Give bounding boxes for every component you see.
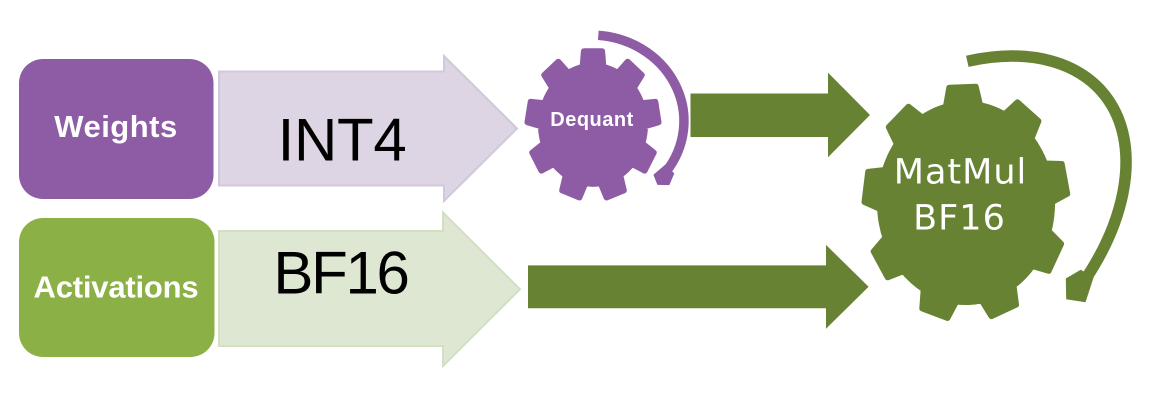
int4-arrow-label: INT4 (278, 107, 407, 174)
activations-node: Activations (19, 218, 215, 357)
bf16-arrow-label: BF16 (273, 240, 407, 307)
int4-arrow-shape (218, 53, 519, 204)
dequant-cycle-arrowhead-icon (653, 164, 675, 186)
dequant-to-matmul-arrow (690, 72, 870, 158)
activations-label: Activations (34, 269, 199, 304)
weights-label: Weights (54, 109, 178, 144)
dequant-node: Dequant (524, 30, 689, 201)
matmul-cycle-arrowhead-icon (1065, 269, 1094, 303)
bf16-arrow-shape (218, 210, 522, 369)
matmul-label-line2: BF16 (913, 198, 1006, 238)
matmul-gear (861, 83, 1071, 321)
activations-box (19, 218, 215, 357)
dequant-gear (524, 48, 662, 201)
dequant-cycle-arc (597, 30, 689, 173)
matmul-label-line1: MatMul (894, 153, 1027, 193)
bf16-arrow: BF16 (218, 210, 522, 369)
weights-node: Weights (19, 59, 214, 199)
dequant-label: Dequant (550, 109, 634, 131)
weights-box (19, 59, 214, 199)
bf16-to-matmul-arrow (528, 244, 869, 329)
matmul-cycle-arc (966, 50, 1132, 283)
int4-arrow: INT4 (218, 53, 519, 204)
matmul-node: MatMul BF16 (861, 50, 1132, 321)
